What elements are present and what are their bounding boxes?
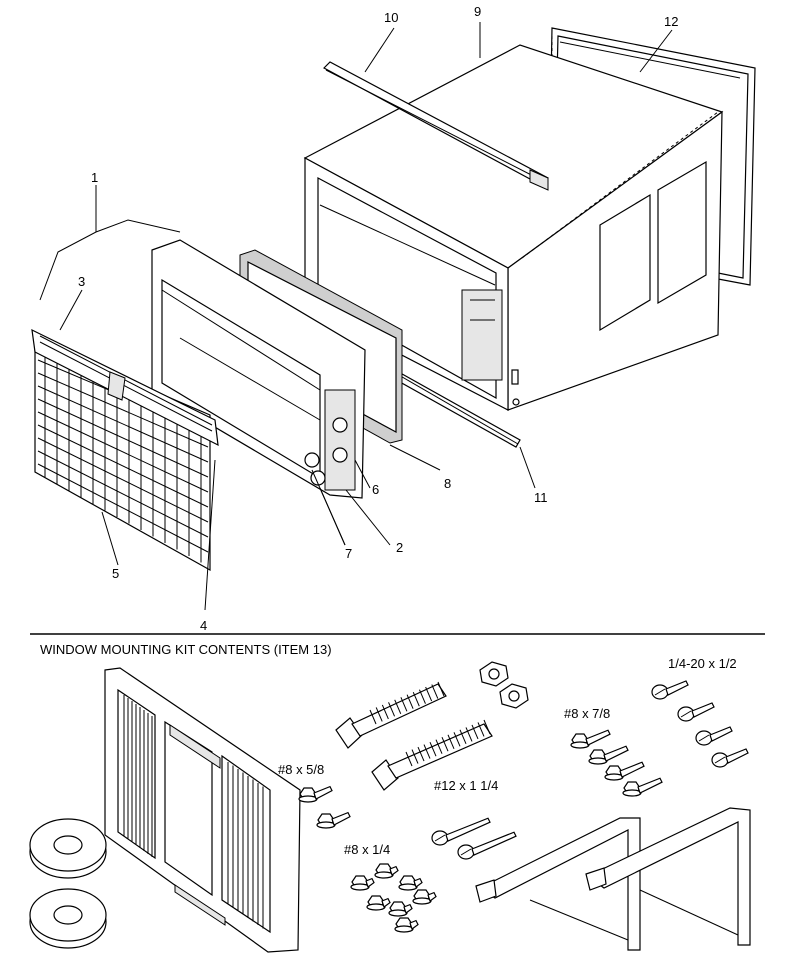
callout-8: 8	[444, 476, 451, 491]
callout-1: 1	[91, 170, 98, 185]
callout-4: 4	[200, 618, 207, 633]
foam-seal-top	[29, 818, 107, 879]
callout-3: 3	[78, 274, 85, 289]
support-bracket-left	[475, 817, 641, 951]
hex-nut-2	[499, 683, 529, 709]
carriage-bolt-2	[371, 719, 493, 791]
callout-2: 2	[396, 540, 403, 555]
callout-12: 12	[664, 14, 678, 29]
screws-1-4-20x1-2	[651, 680, 749, 768]
carriage-bolt-1	[335, 681, 447, 749]
size-label-1-4-20x1-2: 1/4-20 x 1/2	[668, 656, 737, 671]
kit-title: WINDOW MOUNTING KIT CONTENTS (ITEM 13)	[40, 642, 332, 657]
cabinet	[303, 44, 724, 411]
size-label-8x7-8: #8 x 7/8	[564, 706, 610, 721]
size-label-8x5-8: #8 x 5/8	[278, 762, 324, 777]
hex-nut-1	[479, 661, 509, 687]
callout-6: 6	[372, 482, 379, 497]
screws-8x5-8	[298, 785, 351, 829]
foam-seal-bottom	[29, 888, 107, 949]
callout-10: 10	[384, 10, 398, 25]
side-curtain-panel	[104, 667, 301, 953]
callout-11: 11	[534, 490, 548, 505]
louver-assembly	[31, 328, 219, 447]
screws-12x1-1-4	[431, 817, 517, 860]
callout-7: 7	[345, 546, 352, 561]
callout-5: 5	[112, 566, 119, 581]
callout-leaders	[39, 22, 673, 611]
size-label-8x1-4: #8 x 1/4	[344, 842, 390, 857]
top-rail	[323, 61, 549, 191]
size-label-12x1-1-4: #12 x 1 1/4	[434, 778, 498, 793]
screws-8x1-4	[350, 863, 437, 933]
callout-9: 9	[474, 4, 481, 19]
screws-8x7-8	[570, 729, 663, 797]
front-frame	[151, 239, 366, 499]
support-bracket-right	[585, 807, 751, 946]
